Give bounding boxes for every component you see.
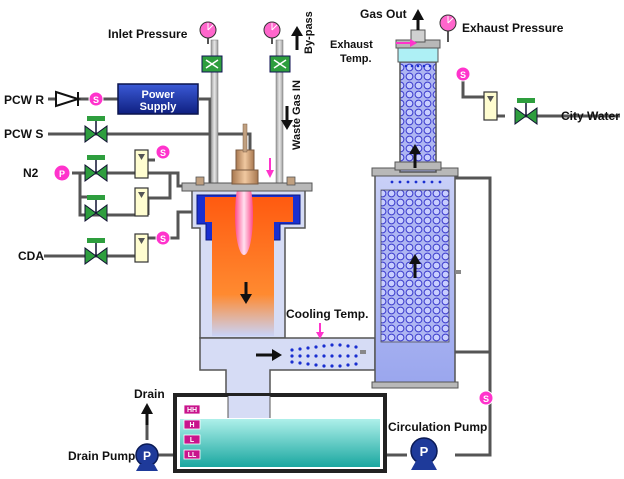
power-supply-label-1: Power bbox=[141, 89, 175, 101]
sensor-circulation: S bbox=[478, 390, 494, 406]
drain-pump-label: Drain Pump bbox=[68, 449, 135, 463]
n2-label: N2 bbox=[23, 166, 39, 180]
exhaust-pressure-label: Exhaust Pressure bbox=[462, 21, 564, 35]
cda-label: CDA bbox=[18, 249, 44, 263]
pcw-s-label: PCW S bbox=[4, 127, 43, 141]
pressure-sensor-n2: P bbox=[53, 164, 71, 182]
flow-meter-marks bbox=[138, 96, 494, 244]
svg-text:S: S bbox=[93, 95, 99, 105]
bypass-valve[interactable] bbox=[269, 55, 291, 73]
svg-text:S: S bbox=[483, 394, 489, 404]
exhaust-temp-label-2: Temp. bbox=[340, 53, 372, 65]
inlet-pressure-gauge bbox=[199, 21, 217, 44]
sensor-pcw-r: S bbox=[88, 91, 104, 107]
svg-text:HH: HH bbox=[187, 407, 197, 414]
city-water-valve[interactable] bbox=[514, 98, 538, 125]
svg-text:H: H bbox=[189, 422, 194, 429]
level-l bbox=[183, 434, 201, 445]
level-ll bbox=[183, 449, 201, 460]
drain-pump[interactable]: P bbox=[135, 443, 159, 471]
sensor-cda: S bbox=[155, 230, 171, 246]
flow-arrows bbox=[141, 9, 424, 425]
level-hh bbox=[183, 404, 201, 415]
circulation-pump[interactable]: P bbox=[410, 437, 438, 470]
pcw-r-check-valve[interactable] bbox=[55, 90, 82, 108]
waste-gas-in-label: Waste Gas IN bbox=[291, 80, 303, 150]
pcw-r-label: PCW R bbox=[4, 93, 44, 107]
drain-label: Drain bbox=[134, 387, 165, 401]
power-supply[interactable]: Power Supply bbox=[117, 83, 199, 115]
inlet-valve[interactable] bbox=[201, 55, 223, 73]
n2-valve-1[interactable] bbox=[84, 155, 108, 182]
city-water-label: City Water bbox=[561, 109, 620, 123]
svg-text:S: S bbox=[160, 234, 166, 244]
scrubber-tower bbox=[360, 29, 461, 389]
gas-out-label: Gas Out bbox=[360, 7, 407, 21]
svg-text:S: S bbox=[160, 148, 166, 158]
svg-text:S: S bbox=[460, 70, 466, 80]
level-h bbox=[183, 419, 201, 430]
sensor-city-water: S bbox=[455, 66, 471, 82]
svg-text:P: P bbox=[420, 444, 429, 459]
svg-text:LL: LL bbox=[188, 452, 197, 459]
sensor-n2: S bbox=[155, 144, 171, 160]
svg-text:L: L bbox=[190, 437, 195, 444]
exhaust-pressure-gauge bbox=[439, 14, 457, 42]
exhaust-temp-label-1: Exhaust bbox=[330, 39, 373, 51]
n2-valve-2[interactable] bbox=[84, 195, 108, 222]
cda-valve[interactable] bbox=[84, 238, 108, 265]
pcw-s-valve[interactable] bbox=[84, 116, 108, 143]
svg-text:P: P bbox=[59, 169, 65, 179]
water-tank bbox=[173, 393, 387, 473]
level-switches: HH H L LL bbox=[183, 404, 201, 460]
svg-text:P: P bbox=[143, 449, 151, 463]
bypass-gauge bbox=[263, 21, 281, 44]
bypass-label: By-pass bbox=[303, 11, 315, 54]
circulation-pump-label: Circulation Pump bbox=[388, 420, 487, 434]
reactor bbox=[181, 123, 313, 339]
power-supply-label-2: Supply bbox=[140, 101, 178, 113]
inlet-pressure-label: Inlet Pressure bbox=[108, 27, 188, 41]
flow-meters bbox=[134, 91, 498, 263]
cooling-temp-label: Cooling Temp. bbox=[286, 307, 368, 321]
